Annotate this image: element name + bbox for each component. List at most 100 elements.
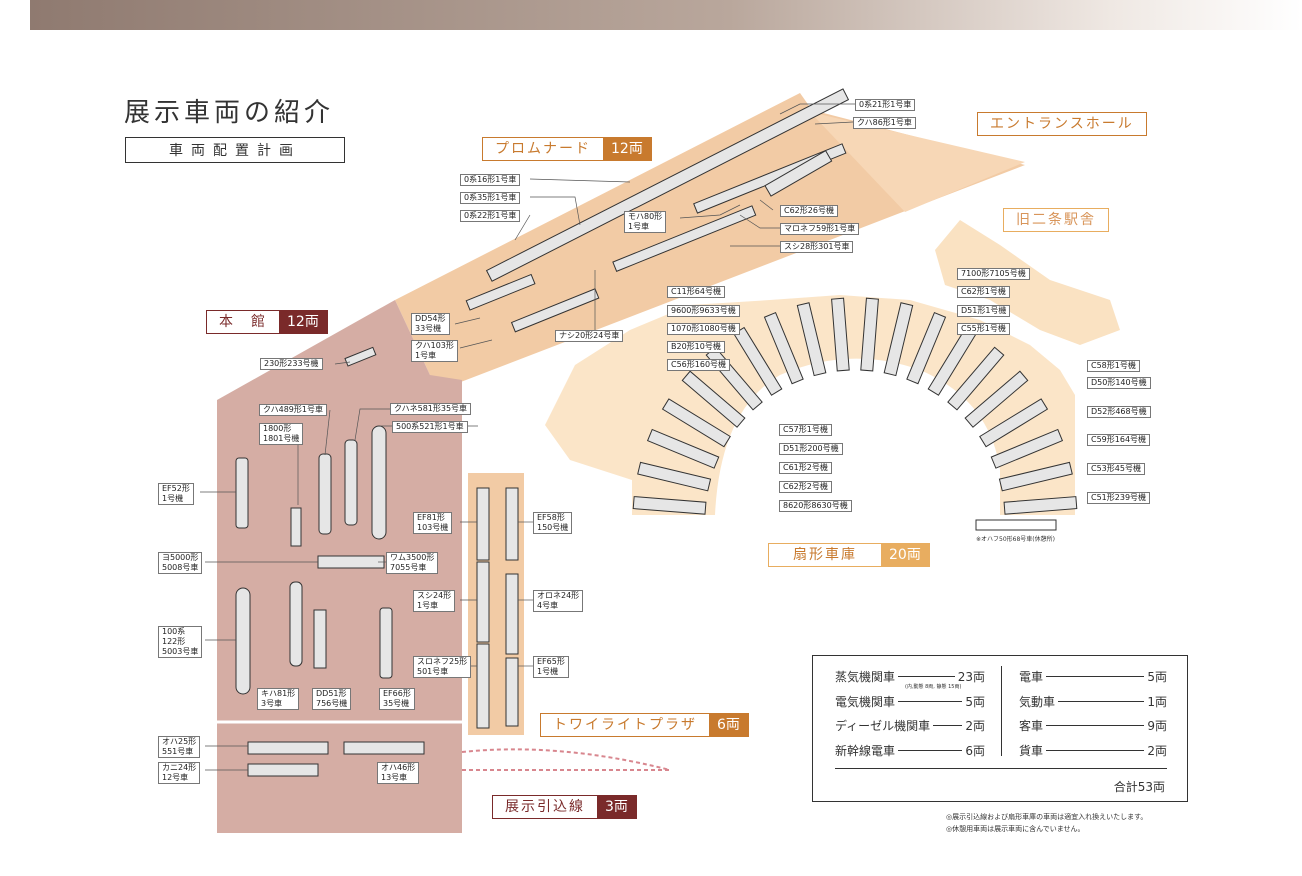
vehicle-label: C58形1号機 [1087, 360, 1140, 372]
vehicle-label: EF52形 1号機 [158, 483, 194, 505]
vehicle-label: EF66形 35号機 [379, 688, 415, 710]
vehicle-label: C61形2号機 [779, 462, 832, 474]
vehicle-label: 500系521形1号車 [392, 421, 468, 433]
train-dd51 [313, 609, 327, 669]
vehicle-label: マロネフ59形1号車 [780, 223, 860, 235]
train-0s [485, 88, 850, 282]
legend-steam-note: (内,動態 8両, 静態 15両) [905, 684, 962, 690]
vehicle-label: 0系22形1号車 [460, 210, 521, 222]
train-kuha489 [318, 453, 332, 535]
train-ef66 [379, 607, 393, 679]
vehicle-label: 7100形7105号機 [957, 268, 1030, 280]
area-entrance: エントランスホール [977, 112, 1147, 136]
train-kiha81 [289, 581, 303, 667]
vehicle-label: D52形468号機 [1087, 406, 1151, 418]
train-dd54 [465, 273, 536, 311]
fan-shed-locomotive [831, 297, 850, 372]
vehicle-label: 230形233号機 [260, 358, 323, 370]
train-c6226 [764, 149, 833, 197]
fan-shed-locomotive [964, 370, 1029, 428]
train-kuhane581 [344, 439, 358, 526]
area-promenade: プロムナード 12両 [482, 137, 652, 161]
vehicle-label: C56形160号機 [667, 359, 731, 371]
vehicle-label: B20形10号機 [667, 341, 725, 353]
vehicle-label: C57形1号機 [779, 424, 832, 436]
train-100 [235, 587, 251, 695]
entrance-hall-area [810, 112, 1025, 212]
vehicle-label: クハ103形 1号車 [411, 340, 458, 362]
legend-freight: 貨車 2両 [1019, 744, 1167, 758]
train-ef65 [505, 657, 519, 727]
train-ef81 [476, 487, 490, 561]
vehicle-label: 0系35形1号車 [460, 192, 521, 204]
vehicle-label: C59形164号機 [1087, 434, 1151, 446]
train-oha25 [247, 741, 329, 755]
legend-steam: 蒸気機関車 23両 [835, 670, 985, 684]
area-main-hall: 本 館 12両 [206, 310, 328, 334]
vehicle-label: 1800形 1801号機 [259, 423, 304, 445]
area-fan-shed: 扇形車庫 20両 [768, 543, 930, 567]
vehicle-label: ナシ20形24号車 [555, 330, 624, 342]
legend-emu: 電車 5両 [1019, 670, 1167, 684]
legend-diesel: ディーゼル機関車 2両 [835, 719, 985, 733]
legend-coach: 客車 9両 [1019, 719, 1167, 733]
train-orone24 [505, 573, 519, 655]
vehicle-label: オハ25形 551号車 [158, 736, 201, 758]
legend-dmu: 気動車 1両 [1019, 695, 1167, 709]
vehicle-label: 9600形9633号機 [667, 305, 740, 317]
page-subtitle: 車両配置計画 [125, 137, 345, 163]
vehicle-label: 1070形1080号機 [667, 323, 740, 335]
vehicle-label: クハ489形1号車 [259, 404, 327, 416]
vehicle-label: クハネ581形35号車 [390, 403, 472, 415]
legend-divider [1001, 666, 1002, 756]
fan-shed-locomotive [681, 370, 746, 428]
legend-total: 合計53両 [1113, 780, 1165, 794]
vehicle-label: C55形1号機 [957, 323, 1010, 335]
train-sushi24 [476, 561, 490, 643]
vehicle-label: ヨ5000形 5008号車 [158, 552, 203, 574]
area-old-station: 旧二条駅舎 [1003, 208, 1109, 232]
vehicle-label: D50形140号機 [1087, 377, 1151, 389]
vehicle-label: スシ24形 1号車 [413, 590, 456, 612]
fan-shed-locomotive [979, 398, 1049, 448]
fan-shed-locomotive [990, 428, 1064, 469]
vehicle-label: DD51形 756号機 [312, 688, 352, 710]
vehicle-label: 0系16形1号車 [460, 174, 521, 186]
vehicle-label: C62形2号機 [779, 481, 832, 493]
legend-electric-loco: 電気機関車 5両 [835, 695, 985, 709]
fan-shed-locomotive [906, 311, 947, 385]
fan-shed-locomotive [998, 461, 1073, 492]
footnote: ◎展示引込線および扇形車庫の車両は適宜入れ換えいたします。 [946, 813, 1148, 821]
vehicle-label: EF65形 1号機 [533, 656, 569, 678]
train-oha46 [343, 741, 425, 755]
top-banner [30, 0, 1302, 30]
fan-shed-locomotive [637, 461, 712, 492]
fan-shed-locomotive [661, 398, 731, 448]
train-suronef [476, 643, 490, 729]
vehicle-label: スロネフ25形 501号車 [413, 656, 472, 678]
vehicle-label: オロネ24形 4号車 [533, 590, 584, 612]
vehicle-label: ※オハフ50形68号車(休憩所) [976, 536, 1055, 543]
vehicle-label: C11形64号機 [667, 286, 725, 298]
area-twilight: トワイライトプラザ 6両 [540, 713, 749, 737]
vehicle-label: モハ80形 1号車 [624, 211, 667, 233]
train-ef52 [235, 457, 249, 529]
vehicle-label: カニ24形 12号車 [158, 762, 201, 784]
train-ef58 [505, 487, 519, 561]
legend-shinkansen: 新幹線電車 6両 [835, 744, 985, 758]
area-siding: 展示引込線 3両 [492, 795, 637, 819]
train-1800 [290, 507, 302, 547]
footnote: ◎休憩用車両は展示車両に含んでいません。 [946, 825, 1085, 833]
train-kani24 [247, 763, 319, 777]
page-title: 展示車両の紹介 [124, 98, 335, 128]
fan-shed-locomotive [947, 346, 1005, 411]
vehicle-label: C53形45号機 [1087, 463, 1145, 475]
fan-shed-locomotive [632, 496, 707, 515]
fan-shed-locomotive [646, 428, 720, 469]
old-station-area [935, 220, 1120, 345]
vehicle-label: クハ86形1号車 [853, 117, 916, 129]
legend-divider [835, 768, 1167, 769]
train-wamu [317, 555, 385, 569]
vehicle-label: 0系21形1号車 [855, 99, 916, 111]
vehicle-label: オハ46形 13号車 [377, 762, 420, 784]
